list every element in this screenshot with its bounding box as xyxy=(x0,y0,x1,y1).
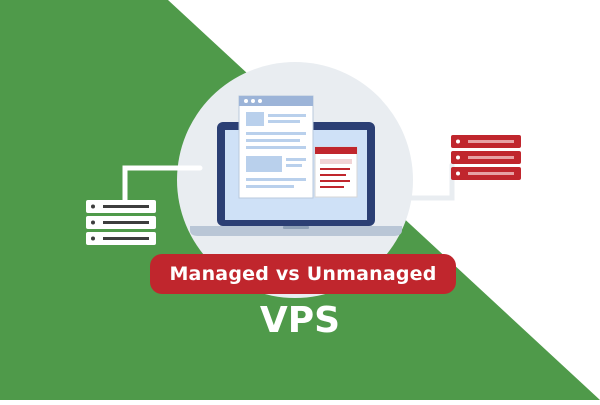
dialog-window-icon xyxy=(314,146,358,198)
web-page-icon xyxy=(238,95,314,199)
title-banner: Managed vs Unmanaged xyxy=(150,254,456,294)
connector-line-right xyxy=(407,162,455,201)
white-server-stack-icon xyxy=(86,200,156,245)
subtitle-text: VPS xyxy=(259,300,341,341)
connector-line-left xyxy=(122,165,203,208)
red-server-stack-icon xyxy=(451,135,521,180)
title-text: Managed vs Unmanaged xyxy=(169,263,437,285)
